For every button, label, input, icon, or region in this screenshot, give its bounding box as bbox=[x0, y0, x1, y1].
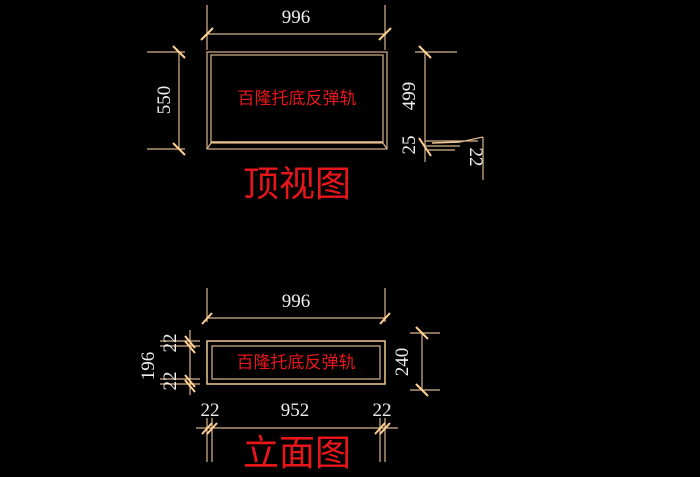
dim-tick bbox=[418, 137, 432, 157]
dim-952: 952 bbox=[281, 400, 310, 421]
dim-tick bbox=[374, 422, 386, 435]
corner-line bbox=[206, 142, 212, 150]
dim-22-top: 22 bbox=[160, 334, 181, 353]
top-view-inner-frame bbox=[210, 54, 384, 144]
dim-tick bbox=[184, 379, 196, 393]
elevation-outer-frame bbox=[206, 340, 386, 385]
dim-width-996: 996 bbox=[282, 7, 311, 28]
dim-tick bbox=[201, 312, 213, 325]
dim-tick bbox=[379, 422, 391, 435]
dim-tick bbox=[418, 45, 432, 59]
top-view-title: 顶视图 bbox=[243, 164, 351, 205]
rail-profile bbox=[459, 136, 484, 143]
dim-height-550: 550 bbox=[154, 86, 175, 115]
elevation-title: 立面图 bbox=[243, 433, 351, 474]
dim-tick bbox=[184, 374, 196, 388]
dim-tick bbox=[200, 27, 214, 41]
elevation-view: 996 196 22 22 240 22 952 22 百隆托底反弹 bbox=[138, 288, 440, 474]
dim-tick bbox=[206, 422, 218, 435]
dim-22: 22 bbox=[465, 148, 486, 167]
elevation-part-label: 百隆托底反弹轨 bbox=[237, 353, 356, 373]
dim-tick bbox=[415, 383, 429, 397]
dim-tick bbox=[378, 27, 392, 41]
top-view-part-label: 百隆托底反弹轨 bbox=[238, 89, 357, 109]
dim-tick bbox=[184, 340, 196, 354]
top-view: 996 550 499 25 22 百隆托底反弹轨 顶视图 bbox=[147, 5, 486, 205]
dim-25: 25 bbox=[399, 136, 420, 155]
dim-tick bbox=[172, 142, 186, 156]
dim-tick bbox=[415, 326, 429, 340]
dim-tick bbox=[184, 335, 196, 349]
dim-22-bottom: 22 bbox=[160, 372, 181, 391]
dim-22-right: 22 bbox=[373, 400, 392, 421]
dim-tick bbox=[201, 422, 213, 435]
dim-width-996: 996 bbox=[282, 291, 311, 312]
dim-240: 240 bbox=[392, 348, 413, 377]
dim-196: 196 bbox=[138, 352, 159, 381]
top-view-outer-frame bbox=[206, 51, 388, 150]
corner-line bbox=[382, 142, 388, 150]
dim-499: 499 bbox=[399, 82, 420, 111]
dim-tick bbox=[379, 312, 391, 325]
dim-tick bbox=[172, 45, 186, 59]
elevation-inner-frame bbox=[211, 345, 381, 380]
dim-22-left: 22 bbox=[201, 400, 220, 421]
rail-profile bbox=[431, 141, 461, 144]
